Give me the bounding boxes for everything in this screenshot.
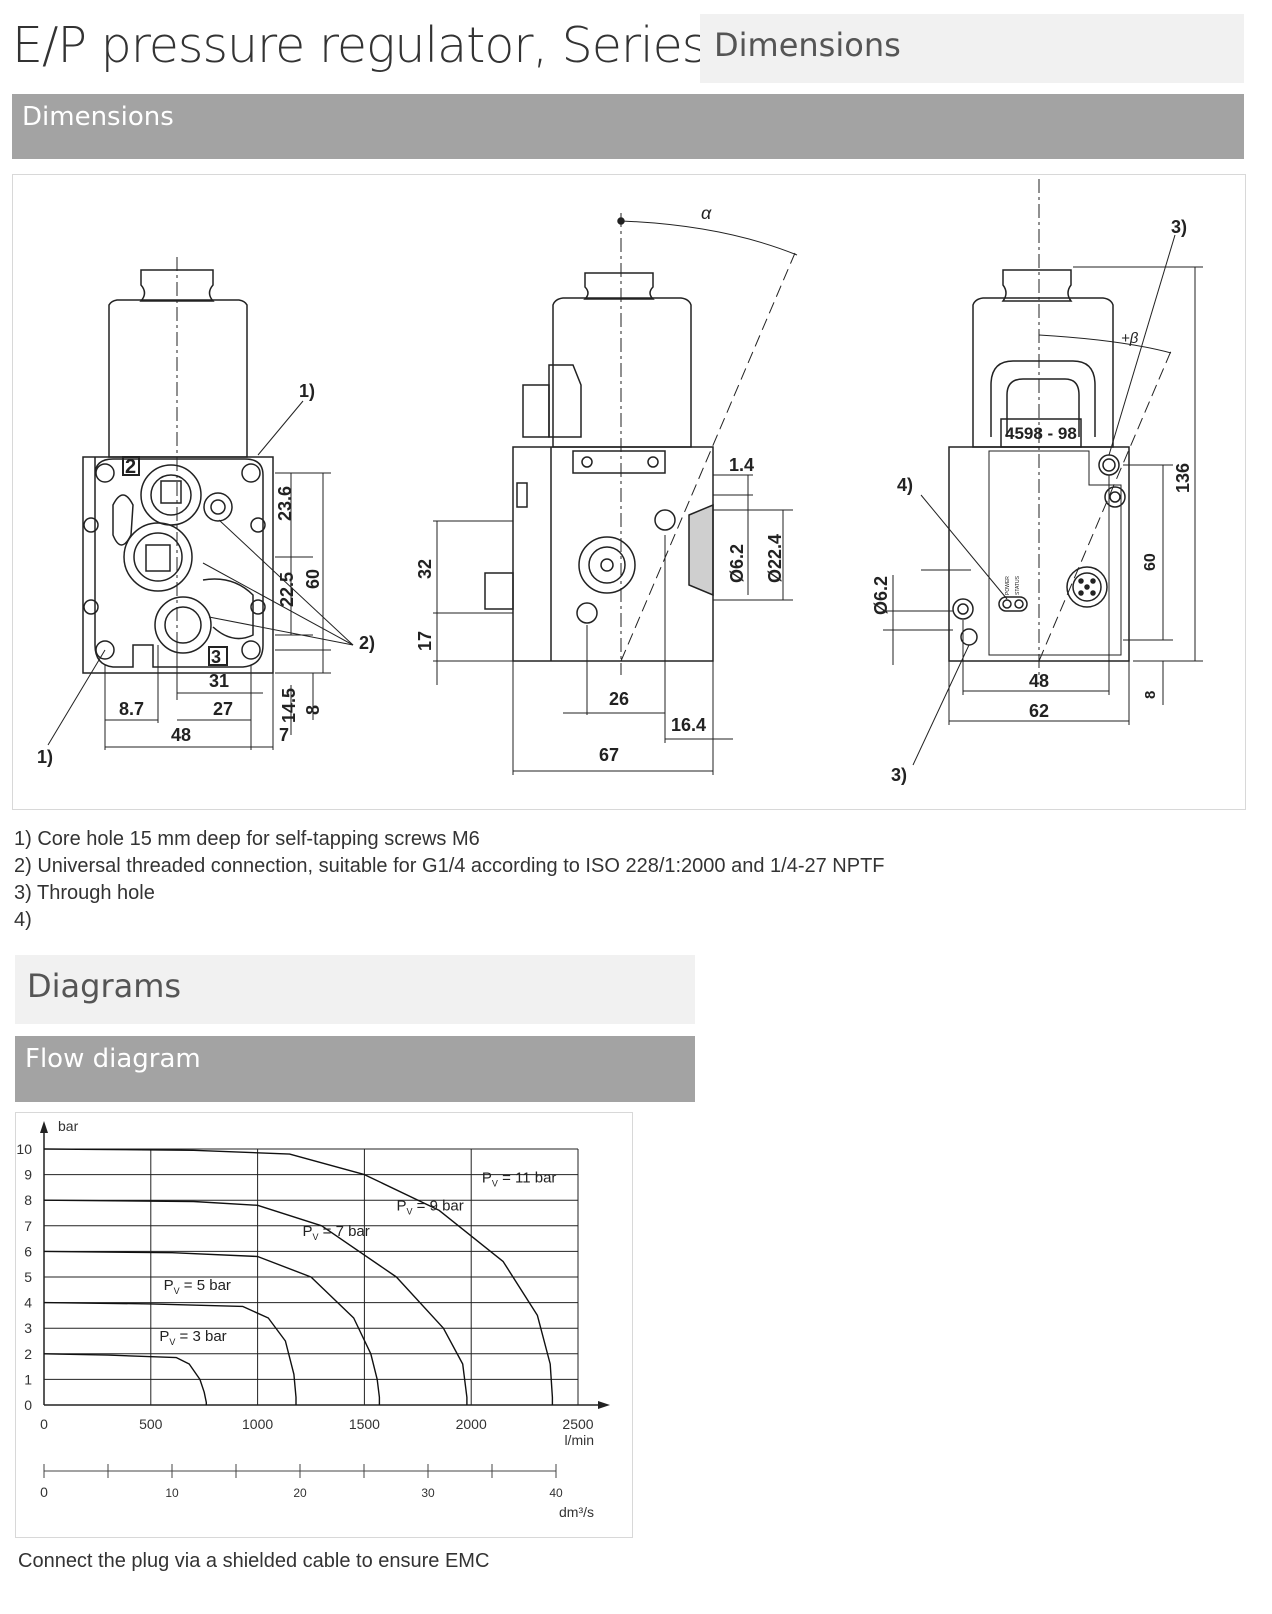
- side-view: [433, 213, 798, 775]
- diagrams-heading-label: Diagrams: [27, 967, 182, 1005]
- side-dim-1-4: 1.4: [729, 455, 754, 475]
- rear-label-note3-top: 3): [1171, 217, 1187, 237]
- note-1: 1) Core hole 15 mm deep for self-tapping…: [14, 828, 480, 850]
- front-dim-22-5: 22.5: [277, 572, 297, 607]
- series-line: [43, 1148, 554, 1405]
- series-label: PV = 9 bar: [396, 1197, 463, 1216]
- x-tick-label: 1000: [242, 1416, 273, 1432]
- x2-axis-label: dm³/s: [559, 1504, 594, 1520]
- x2-tick-label: 40: [549, 1486, 563, 1500]
- note-4: 4): [14, 909, 32, 931]
- side-dim-26: 26: [609, 689, 629, 709]
- x-tick-label: 2500: [562, 1416, 593, 1432]
- note-2: 2) Universal threaded connection, suitab…: [14, 855, 885, 877]
- front-dim-8-7: 8.7: [119, 699, 144, 719]
- y-tick-label: 5: [24, 1269, 32, 1285]
- rear-part-number: 4598 - 98: [1005, 424, 1077, 443]
- x-axis-label: l/min: [564, 1432, 594, 1448]
- emc-note: Connect the plug via a shielded cable to…: [18, 1550, 490, 1572]
- front-dim-23-6: 23.6: [275, 486, 295, 521]
- side-dim-32: 32: [415, 559, 435, 579]
- x2-tick-label: 10: [165, 1486, 179, 1500]
- front-label-note1-bottom: 1): [37, 747, 53, 767]
- dimensions-bar-label: Dimensions: [22, 102, 174, 132]
- y-tick-label: 10: [16, 1141, 32, 1157]
- y-tick-label: 1: [24, 1371, 32, 1387]
- x2-tick-label: 20: [293, 1486, 307, 1500]
- x-tick-label: 1500: [349, 1416, 380, 1432]
- dimension-drawing: 1) 23.6 22.5 60 2) 31 27 8.7 48 14.5 7 8…: [12, 174, 1246, 810]
- rear-dim-62: 62: [1029, 701, 1049, 721]
- rear-view: [883, 179, 1203, 766]
- dimensions-section-bar: Dimensions: [12, 94, 1244, 159]
- front-view: [47, 257, 354, 750]
- series-label: PV = 3 bar: [159, 1328, 226, 1347]
- dimension-notes: 1) Core hole 15 mm deep for self-tapping…: [14, 826, 885, 934]
- flow-diagram-bar: Flow diagram: [15, 1036, 695, 1102]
- rear-dim-136: 136: [1173, 463, 1193, 493]
- chart-series: [43, 1148, 554, 1405]
- rear-dim-8: 8: [1142, 691, 1159, 699]
- series-line: [43, 1250, 381, 1405]
- rear-angle-beta: +β: [1121, 330, 1139, 347]
- side-dim-67: 67: [599, 745, 619, 765]
- x-axis-arrow: [598, 1401, 610, 1409]
- series-label: PV = 11 bar: [482, 1169, 557, 1188]
- rear-dim-d6-2: Ø6.2: [871, 576, 891, 615]
- chart-axes: 0 1 2 3 4 5 6 7 8 9 10 bar 0 500 1000 1500 2000 2500l/min…: [16, 1118, 610, 1520]
- x-tick-label: 2000: [456, 1416, 487, 1432]
- chart-labels: PV = 3 bar PV = 5 bar PV = 7 bar PV = 9 bar…: [159, 1169, 556, 1347]
- y-axis-arrow: [40, 1121, 48, 1133]
- y-tick-label: 7: [24, 1218, 32, 1234]
- front-port-3: 3: [211, 647, 221, 667]
- rear-dim-48: 48: [1029, 671, 1049, 691]
- front-label-note2: 2): [359, 633, 375, 653]
- y-tick-label: 4: [24, 1295, 32, 1311]
- front-label-note1-top: 1): [299, 381, 315, 401]
- x-tick-label: 500: [139, 1416, 163, 1432]
- section-tab-dimensions[interactable]: Dimensions: [700, 14, 1244, 83]
- y-tick-label: 0: [24, 1397, 32, 1413]
- rear-dim-60: 60: [1142, 553, 1159, 571]
- chart-grid: [44, 1148, 579, 1405]
- front-dim-48: 48: [171, 725, 191, 745]
- section-tab-label: Dimensions: [714, 26, 901, 64]
- y-tick-label: 2: [24, 1346, 32, 1362]
- y-tick-label: 8: [24, 1192, 32, 1208]
- series-line: [43, 1353, 207, 1405]
- y-tick-label: 9: [24, 1167, 32, 1183]
- front-dim-31: 31: [209, 671, 229, 691]
- diagrams-heading: Diagrams: [15, 955, 695, 1024]
- dimension-drawing-svg: 1) 23.6 22.5 60 2) 31 27 8.7 48 14.5 7 8…: [37, 179, 1203, 785]
- flow-diagram-bar-label: Flow diagram: [25, 1044, 201, 1074]
- series-label: PV = 7 bar: [302, 1223, 369, 1242]
- x2-tick-label: 0: [40, 1484, 48, 1500]
- side-dim-d6-2: Ø6.2: [727, 544, 747, 583]
- x-tick-label: 0: [40, 1416, 48, 1432]
- side-dim-d22-4: Ø22.4: [765, 534, 785, 583]
- series-line: [43, 1301, 297, 1405]
- side-dim-16-4: 16.4: [671, 715, 706, 735]
- front-dim-60: 60: [303, 569, 323, 589]
- series-label: PV = 5 bar: [164, 1277, 231, 1296]
- rear-label-note4: 4): [897, 475, 913, 495]
- rear-label-note3-bottom: 3): [891, 765, 907, 785]
- rear-led-power: POWER: [1005, 576, 1011, 595]
- y-axis-label: bar: [58, 1118, 79, 1134]
- front-dim-27: 27: [213, 699, 233, 719]
- front-port-2: 2: [125, 456, 136, 478]
- front-dim-14-5: 14.5: [279, 688, 299, 723]
- side-dim-17: 17: [415, 631, 435, 651]
- y-tick-label: 3: [24, 1320, 32, 1336]
- x2-tick-label: 30: [421, 1486, 435, 1500]
- flow-chart-svg: 0 1 2 3 4 5 6 7 8 9 10 bar 0 500 1000 1500 2000 2500l/min…: [16, 1118, 610, 1520]
- front-dim-8: 8: [303, 705, 323, 715]
- y-tick-label: 6: [24, 1243, 32, 1259]
- note-3: 3) Through hole: [14, 882, 155, 904]
- series-line: [43, 1199, 468, 1405]
- front-dim-7: 7: [279, 725, 289, 745]
- rear-led-status: STATUS: [1015, 575, 1021, 595]
- side-angle-alpha: α: [701, 203, 712, 223]
